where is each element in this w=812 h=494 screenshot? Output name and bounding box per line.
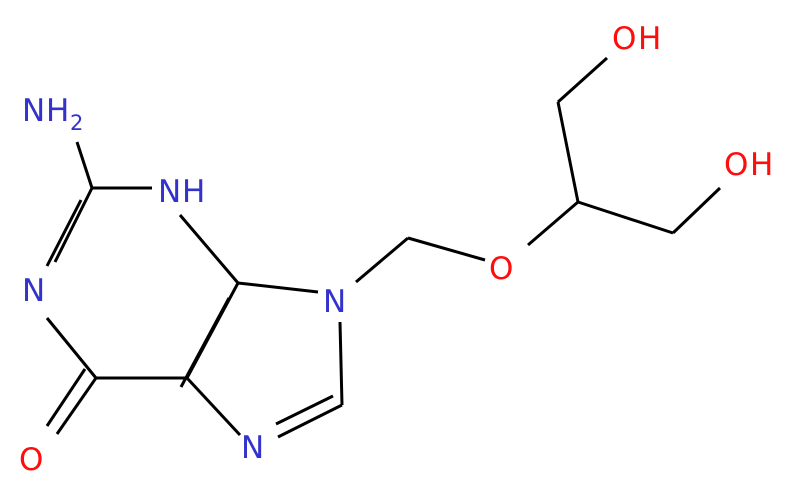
carbonyl-oxygen: O xyxy=(19,442,43,478)
bond-n7-c8-double xyxy=(275,394,334,426)
bond-n1-c6 xyxy=(45,317,98,379)
hydroxyl-top-h-label: H xyxy=(638,21,661,57)
ether-oxygen: O xyxy=(489,251,513,287)
amino-subscript-label: 2 xyxy=(70,111,83,135)
bond-ch2-oe xyxy=(407,236,486,262)
bond-oe-ch xyxy=(527,200,579,247)
bond-ch-ch2-top xyxy=(556,101,580,203)
bond-ch-ch2-right xyxy=(577,200,674,235)
bond-n9-ch2 xyxy=(355,236,409,284)
amino-n-label: N xyxy=(22,93,45,129)
bond-c6-o-double xyxy=(45,368,87,427)
bond-ch2-oh-top xyxy=(556,56,609,104)
n3-h-nitrogen: N H xyxy=(158,174,205,210)
amino-h-label: H xyxy=(46,93,69,129)
amino-group: N H 2 xyxy=(22,93,83,135)
hydroxyl-right-o-label: O xyxy=(724,147,748,183)
hydroxyl-top-o-label: O xyxy=(612,21,636,57)
bond-c2-n1-double xyxy=(45,199,83,267)
n3-n-label: N xyxy=(158,174,181,210)
hydroxyl-top: O H xyxy=(612,21,661,57)
bond-n3-c4 xyxy=(178,214,240,284)
bond-c8-n9 xyxy=(338,321,344,406)
bond-c2-n1 xyxy=(53,187,94,263)
n1-nitrogen: N xyxy=(22,273,45,309)
n7-nitrogen: N xyxy=(241,430,264,466)
bond-c5-n7 xyxy=(185,376,242,437)
bond-c6-o xyxy=(55,377,98,435)
n9-nitrogen: N xyxy=(323,284,346,320)
bond-c4-c5-double xyxy=(179,297,231,388)
n3-h-label: H xyxy=(182,174,205,210)
bond-n7-c8 xyxy=(277,403,343,439)
hydroxyl-right: O H xyxy=(724,147,773,183)
bond-ch2-oh-right xyxy=(671,186,722,235)
bond-c2-nh2 xyxy=(75,141,94,189)
bond-c4-n9 xyxy=(237,281,319,294)
hydroxyl-right-h-label: H xyxy=(750,147,773,183)
